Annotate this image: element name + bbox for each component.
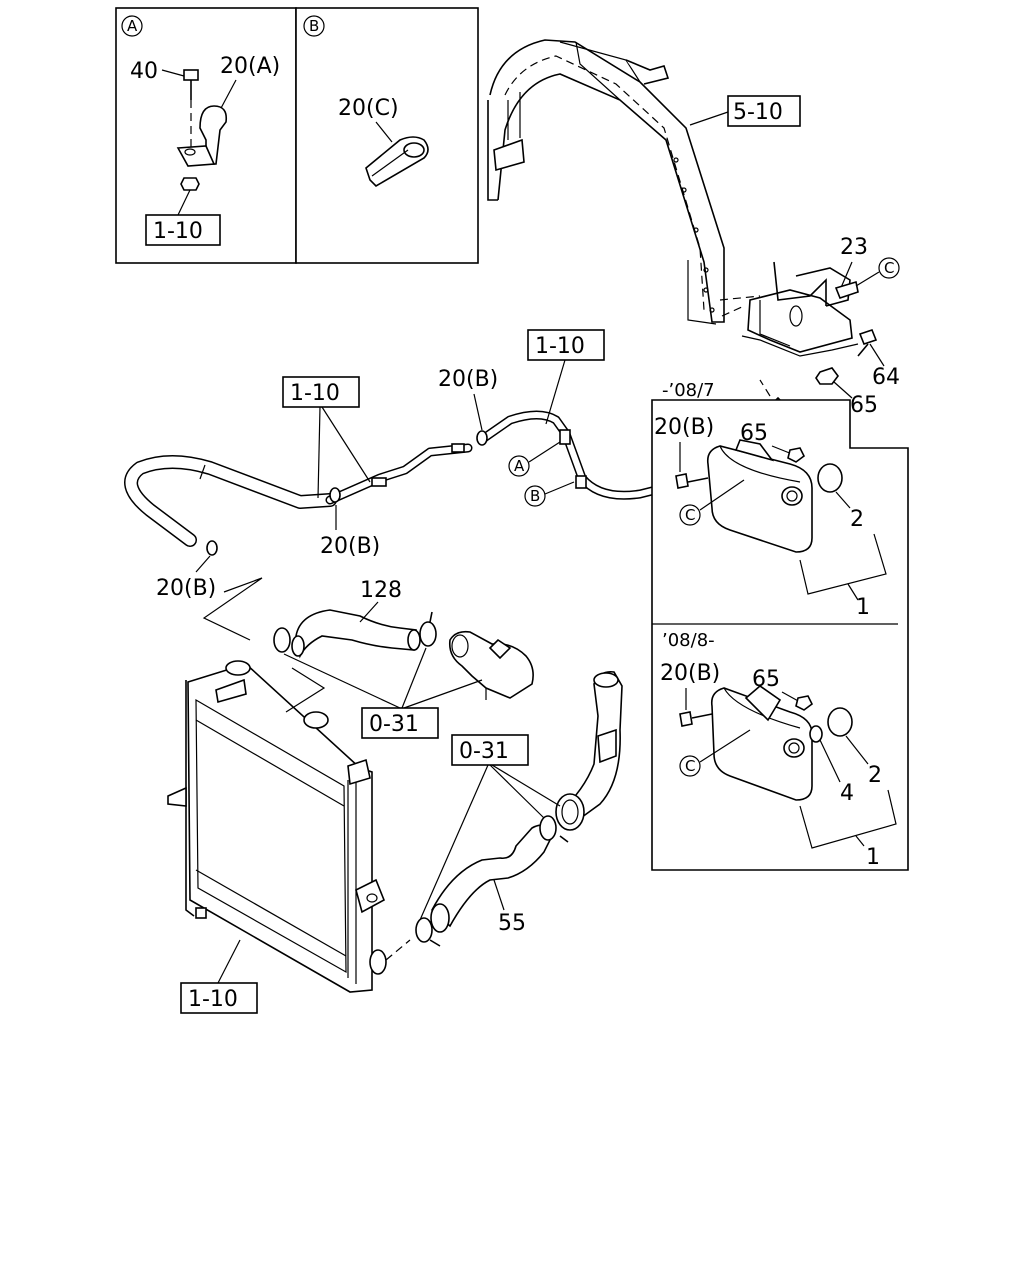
ref-1-10-right: 1-10 [535, 334, 585, 359]
label-23: 23 [840, 235, 868, 260]
marker-a: A [514, 457, 525, 475]
ref-1-10-radiator: 1-10 [188, 987, 238, 1012]
clip-icon [415, 815, 569, 947]
bracket-assembly: 23 C 64 65 67 [719, 235, 900, 440]
label-20c: 20(C) [338, 96, 399, 121]
ref-0-31-lower: 0-31 [459, 739, 509, 764]
ref-1-10-left: 1-10 [290, 381, 340, 406]
ref-5-10: 5-10 [733, 100, 783, 125]
hose-system: 1-10 1-10 20(B) 20(B) 20(B) A B [124, 329, 681, 641]
frame-5-10: 5-10 [487, 39, 801, 325]
tank-early: -’08/7 20(B) 65 C 2 1 [654, 380, 887, 620]
label-2-tank-late: 2 [868, 763, 882, 788]
ref-0-31-upper: 0-31 [369, 712, 419, 737]
label-20a: 20(A) [220, 54, 280, 79]
marker-c-tank-early: C [685, 506, 695, 524]
nut-65-icon [815, 367, 839, 385]
marker-b: B [530, 487, 540, 505]
label-20b-center: 20(B) [320, 534, 380, 559]
label-1-tank-early: 1 [856, 595, 870, 620]
tank-late: ’08/8- 20(B) 65 4 C 2 1 [660, 630, 897, 870]
inset-b-marker: B [309, 17, 319, 35]
radiator-icon [167, 660, 387, 993]
marker-c-bracket: C [884, 259, 894, 277]
tank-late-date: ’08/8- [662, 630, 715, 651]
marker-c-tank-late: C [685, 757, 695, 775]
cap-2-late-icon [827, 707, 853, 737]
label-55: 55 [498, 911, 526, 936]
label-65-bracket: 65 [850, 393, 878, 418]
inset-a-marker: A [127, 17, 138, 35]
inset-b: B 20(C) [295, 7, 479, 264]
radiator-assembly: 128 0-31 [167, 578, 623, 1014]
ref-1-10-inset: 1-10 [153, 219, 203, 244]
label-4-tank-late: 4 [840, 781, 854, 806]
outlet-pipe-icon [555, 670, 623, 831]
clip-icon [675, 473, 689, 489]
bolt-40-icon [183, 69, 199, 150]
label-2-tank-early: 2 [850, 507, 864, 532]
label-128: 128 [360, 578, 402, 603]
label-64: 64 [872, 365, 900, 390]
hose-128-icon [291, 609, 421, 659]
cap-2-early-icon [817, 463, 843, 493]
clip-20a-icon [176, 105, 228, 167]
reservoir-tank-early-icon [706, 439, 813, 553]
label-20b-left: 20(B) [156, 576, 216, 601]
label-20b-top: 20(B) [438, 367, 498, 392]
gasket-4-icon [809, 725, 823, 743]
clip-20c-icon [365, 136, 429, 188]
inset-a: A 40 20(A) 1-10 [115, 7, 297, 264]
tank-early-date: -’08/7 [662, 380, 715, 401]
label-1-tank-late: 1 [866, 845, 880, 870]
label-20b-tank-late: 20(B) [660, 661, 720, 686]
label-40: 40 [130, 59, 158, 84]
clip-icon [273, 611, 437, 653]
hose-55-icon [430, 824, 553, 933]
clip-icon [679, 711, 693, 727]
label-20b-tank-early: 20(B) [654, 415, 714, 440]
thermostat-housing-icon [448, 630, 534, 700]
bolt-64-icon [857, 329, 878, 357]
nut-icon [177, 177, 200, 216]
reservoir-tank-late-icon [710, 684, 813, 801]
